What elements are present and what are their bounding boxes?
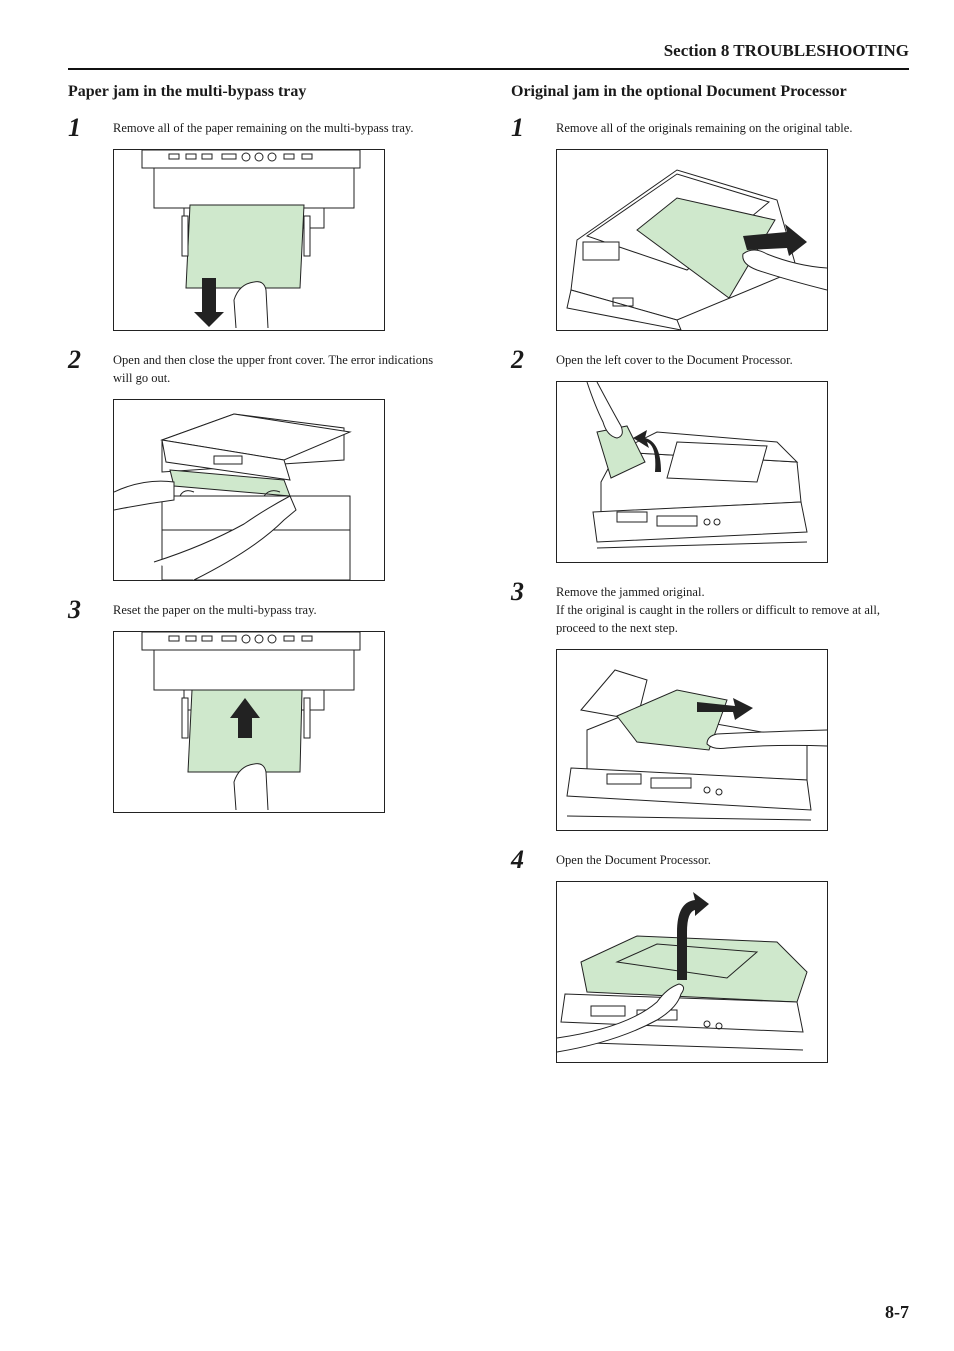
step-number: 1: [511, 113, 524, 142]
figure-upper-front-cover: [113, 399, 385, 581]
right-heading: Original jam in the optional Document Pr…: [511, 83, 847, 100]
left-column: Paper jam in the multi-bypass tray 1 Rem…: [68, 82, 448, 813]
right-step-1: 1 Remove all of the originals remaining …: [511, 113, 911, 331]
step-number: 2: [511, 345, 524, 374]
left-step-2: 2 Open and then close the upper front co…: [68, 345, 448, 581]
step-text: Reset the paper on the multi-bypass tray…: [113, 603, 317, 617]
step-text: Open the Document Processor.: [556, 853, 711, 867]
step-text: Remove all of the paper remaining on the…: [113, 121, 414, 135]
step-text: Remove all of the originals remaining on…: [556, 121, 853, 135]
section-title: Section 8 TROUBLESHOOTING: [663, 41, 909, 60]
step-number: 3: [511, 577, 524, 606]
left-heading: Paper jam in the multi-bypass tray: [68, 83, 307, 100]
figure-remove-originals: [556, 149, 828, 331]
step-number: 1: [68, 113, 81, 142]
left-step-3: 3 Reset the paper on the multi-bypass tr…: [68, 595, 448, 813]
figure-remove-jammed-original: [556, 649, 828, 831]
right-step-4: 4 Open the Document Processor.: [511, 845, 911, 1063]
step-text: Open and then close the upper front cove…: [113, 353, 434, 385]
step-text: Open the left cover to the Document Proc…: [556, 353, 793, 367]
step-text: Remove the jammed original.: [556, 585, 705, 599]
right-step-2: 2 Open the left cover to the Document Pr…: [511, 345, 911, 563]
page-header: Section 8 TROUBLESHOOTING: [68, 40, 909, 70]
right-column: Original jam in the optional Document Pr…: [511, 82, 911, 1063]
left-step-1: 1 Remove all of the paper remaining on t…: [68, 113, 448, 331]
page-number: 8-7: [885, 1302, 909, 1322]
figure-open-left-cover: [556, 381, 828, 563]
step-number: 2: [68, 345, 81, 374]
right-step-3: 3 Remove the jammed original. If the ori…: [511, 577, 911, 831]
figure-reset-paper-bypass: [113, 631, 385, 813]
figure-remove-paper-bypass: [113, 149, 385, 331]
step-number: 4: [511, 845, 524, 874]
figure-open-document-processor: [556, 881, 828, 1063]
step-text-note: If the original is caught in the rollers…: [556, 603, 880, 635]
step-number: 3: [68, 595, 81, 624]
